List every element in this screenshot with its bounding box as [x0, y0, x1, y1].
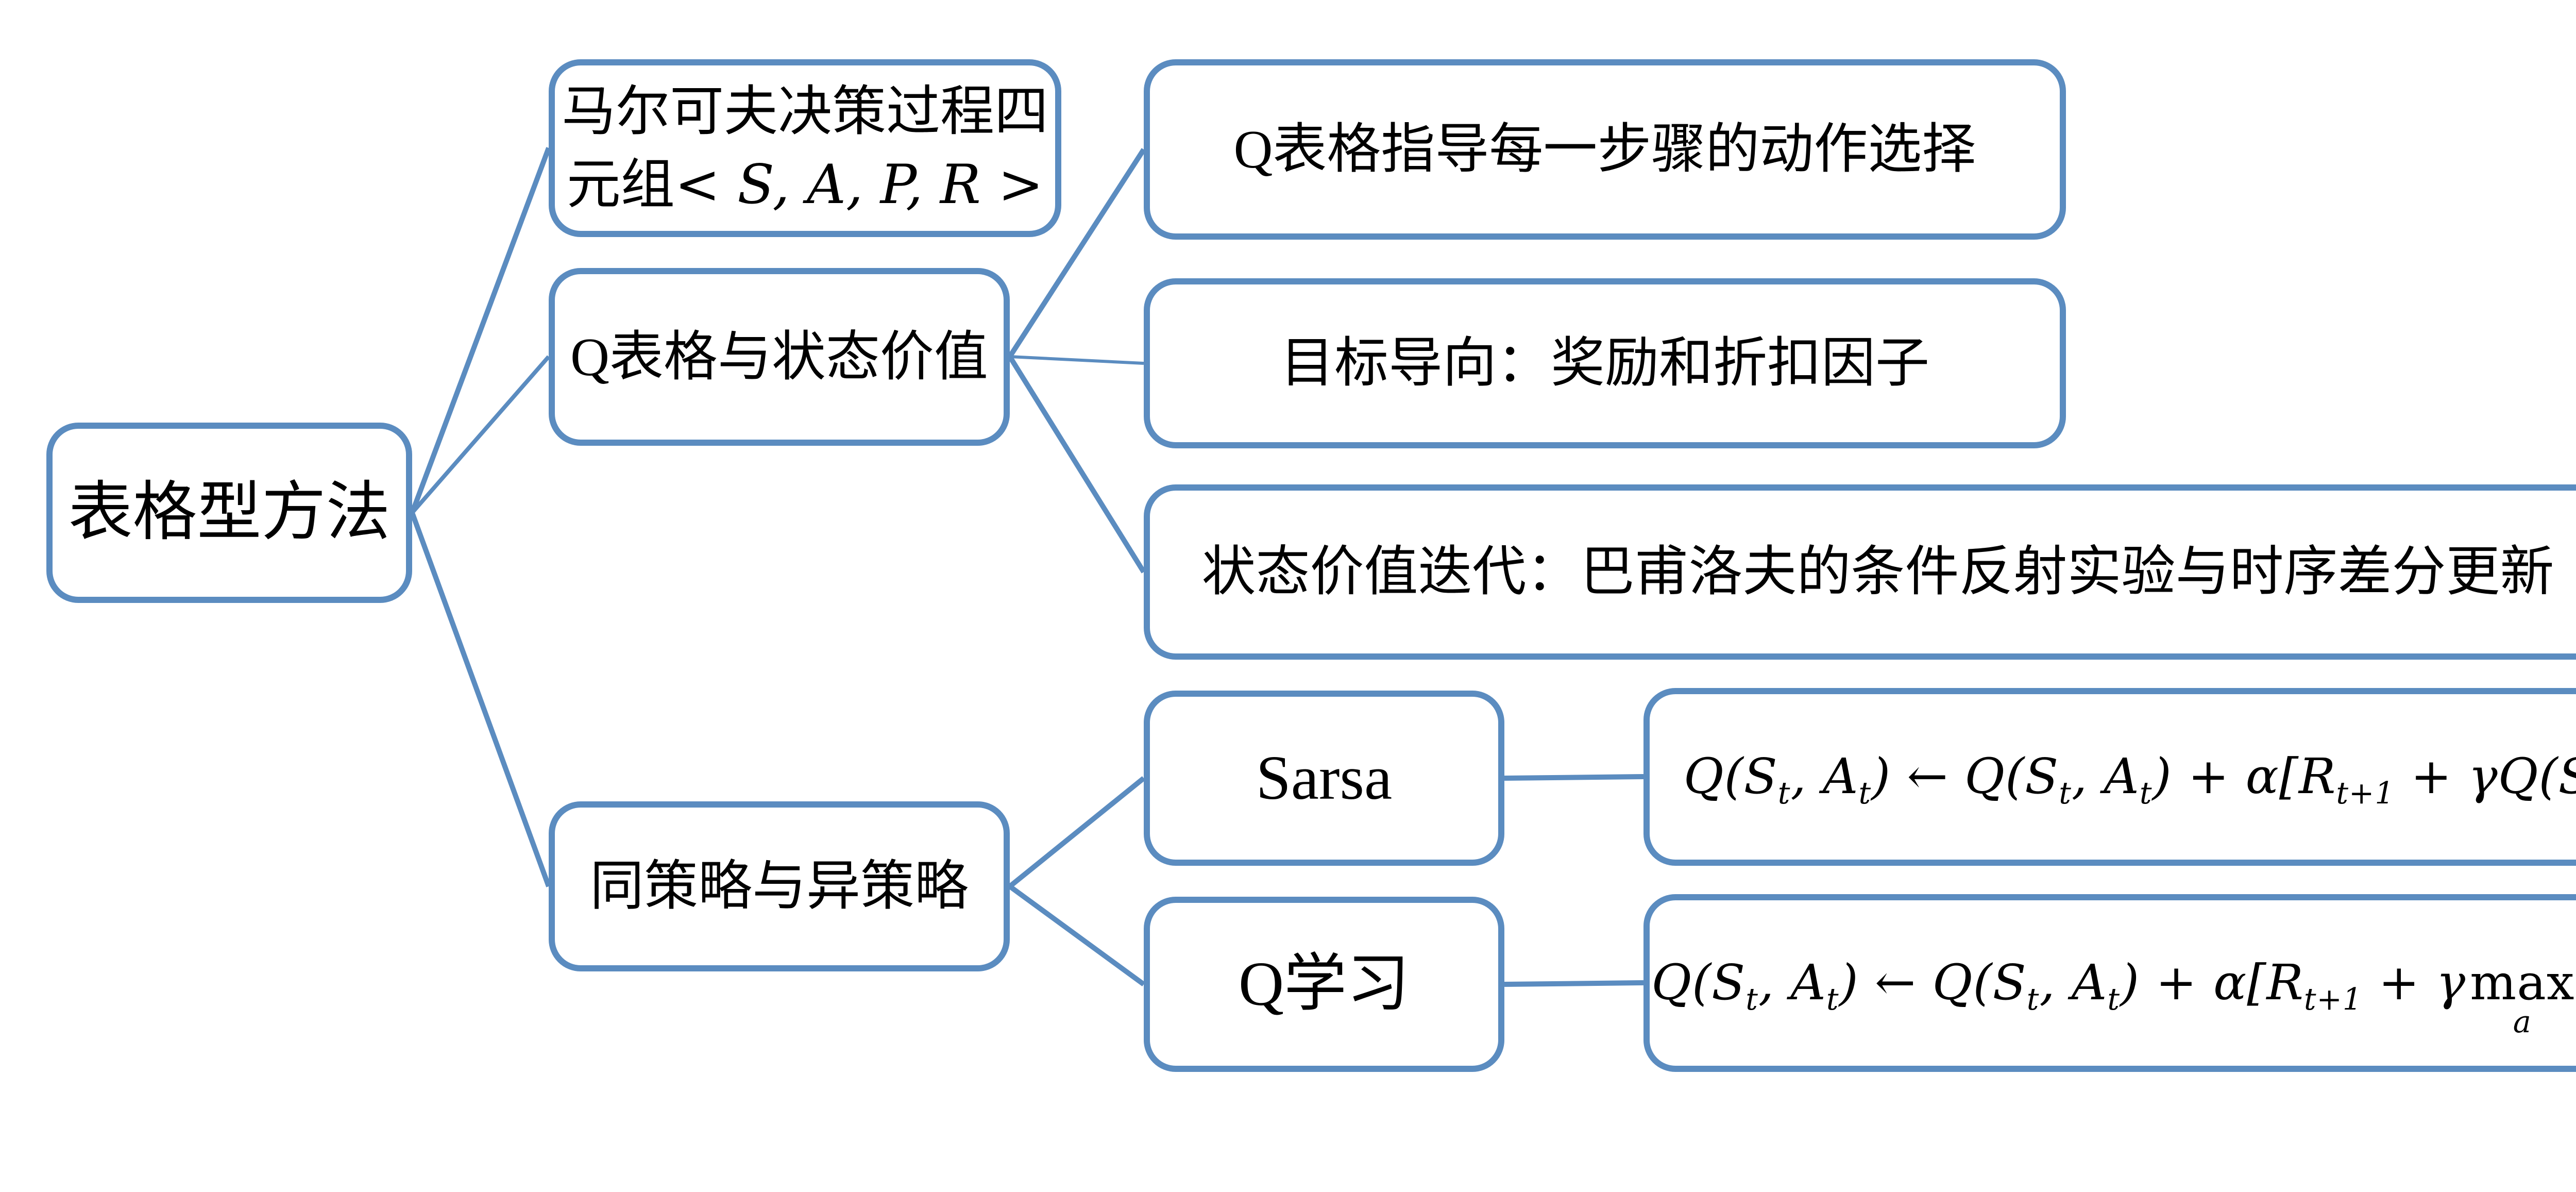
node-tabular-methods[interactable]: 表格型方法 — [46, 423, 412, 603]
node-qtable-guides-actions[interactable]: Q表格指导每一步骤的动作选择 — [1144, 59, 2066, 240]
connector-qtable-qguide — [1007, 148, 1146, 358]
node-label: Sarsa — [1256, 743, 1393, 813]
connector-qtable-valueiter — [1007, 355, 1146, 574]
connector-root-qtable — [410, 355, 551, 514]
node-label: Q表格指导每一步骤的动作选择 — [1233, 119, 1976, 180]
node-label: 状态价值迭代：巴甫洛夫的条件反射实验与时序差分更新 — [1201, 542, 2554, 602]
connector-root-mdp — [410, 147, 551, 514]
node-label: 同策略与异策略 — [589, 856, 969, 917]
connector-policy-sarsa — [1008, 776, 1146, 888]
node-sarsa-update-formula[interactable]: Q(St, At) ← Q(St, At) + α[Rt+1 + γQ(St+1… — [1643, 688, 2576, 866]
connector-qtable-goal — [1009, 355, 1144, 365]
node-label-line2: 元组< S, A, P, R > — [567, 148, 1043, 222]
connector-sarsa-formula — [1504, 774, 1644, 781]
node-q-learning[interactable]: Q学习 — [1144, 897, 1504, 1072]
node-label: Q表格与状态价值 — [570, 326, 988, 387]
node-label: 表格型方法 — [68, 477, 391, 548]
node-label: 目标导向：奖励和折扣因子 — [1280, 333, 1929, 394]
sarsa-formula-text: Q(St, At) ← Q(St, At) + α[Rt+1 + γQ(St+1… — [1683, 748, 2576, 811]
mdp-tuple-math: < S, A, P, R > — [674, 153, 1044, 216]
node-qtable-state-value[interactable]: Q表格与状态价值 — [549, 268, 1010, 446]
node-on-off-policy[interactable]: 同策略与异策略 — [549, 801, 1010, 971]
node-goal-oriented[interactable]: 目标导向：奖励和折扣因子 — [1144, 278, 2066, 448]
connector-qlearning-formula — [1504, 980, 1644, 987]
node-label-line2-text: 元组 — [566, 154, 675, 215]
node-state-value-iteration[interactable]: 状态价值迭代：巴甫洛夫的条件反射实验与时序差分更新 — [1144, 484, 2576, 660]
node-label-line1: 马尔可夫决策过程四 — [561, 81, 1048, 142]
connector-root-policy — [410, 512, 551, 887]
node-sarsa[interactable]: Sarsa — [1144, 691, 1504, 866]
node-mdp-tuple[interactable]: 马尔可夫决策过程四 元组< S, A, P, R > — [549, 59, 1061, 237]
connector-policy-qlearning — [1008, 884, 1145, 987]
node-label: Q学习 — [1238, 949, 1410, 1019]
